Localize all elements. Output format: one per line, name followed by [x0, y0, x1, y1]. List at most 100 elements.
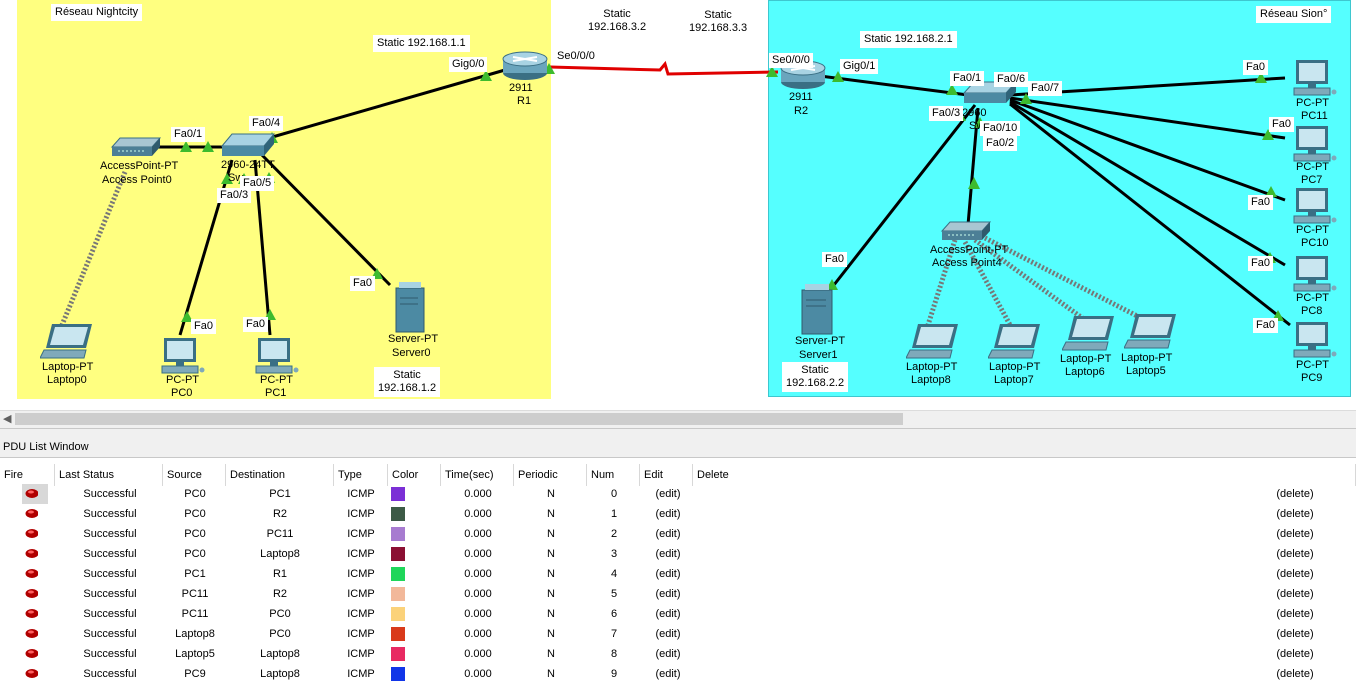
- fire-button-icon[interactable]: [25, 548, 38, 558]
- column-header-num[interactable]: Num: [587, 464, 640, 486]
- pc10-model-label: PC-PT: [1296, 224, 1329, 236]
- column-header-fire[interactable]: Fire: [0, 464, 55, 486]
- pdu-cell-edit[interactable]: (edit): [655, 548, 681, 560]
- note-static-server0[interactable]: Static 192.168.1.2: [374, 367, 441, 397]
- column-header-destination[interactable]: Destination: [226, 464, 334, 486]
- laptop6-laptop-icon[interactable]: [1062, 314, 1118, 354]
- server1-icon[interactable]: [801, 284, 833, 335]
- pdu-color-swatch[interactable]: [391, 647, 405, 661]
- pdu-cell-delete[interactable]: (delete): [1276, 568, 1314, 580]
- laptop7-laptop-icon[interactable]: [988, 322, 1044, 362]
- laptop8-laptop-icon[interactable]: [906, 322, 962, 362]
- pdu-color-swatch[interactable]: [391, 487, 405, 501]
- laptop5-name-label: Laptop5: [1126, 365, 1166, 377]
- pdu-color-swatch[interactable]: [391, 587, 405, 601]
- pdu-cell-delete[interactable]: (delete): [1276, 548, 1314, 560]
- pdu-cell-edit[interactable]: (edit): [655, 488, 681, 500]
- column-header-edit[interactable]: Edit: [640, 464, 693, 486]
- laptop5-laptop-icon[interactable]: [1124, 312, 1180, 352]
- port-pc0-fa: Fa0: [191, 319, 216, 334]
- pdu-cell-edit[interactable]: (edit): [655, 508, 681, 520]
- column-header-color[interactable]: Color: [388, 464, 441, 486]
- scrollbar-thumb[interactable]: [15, 413, 903, 425]
- fire-button-icon[interactable]: [25, 608, 38, 618]
- pc9-pc-icon[interactable]: [1292, 320, 1348, 360]
- pdu-cell-edit[interactable]: (edit): [655, 528, 681, 540]
- column-header-type[interactable]: Type: [334, 464, 388, 486]
- pdu-cell-edit[interactable]: (edit): [655, 648, 681, 660]
- note-static-r1[interactable]: Static 192.168.1.1: [373, 35, 470, 52]
- pdu-cell-delete[interactable]: (delete): [1276, 628, 1314, 640]
- pdu-color-swatch[interactable]: [391, 547, 405, 561]
- fire-button-icon[interactable]: [25, 668, 38, 678]
- access-point0-icon[interactable]: [110, 137, 162, 156]
- pc7-pc-icon[interactable]: [1292, 124, 1348, 164]
- ap0-model-label: AccessPoint-PT: [100, 160, 179, 172]
- pc10-pc-icon[interactable]: [1292, 186, 1348, 226]
- pdu-cell-delete[interactable]: (delete): [1276, 668, 1314, 680]
- note-static-mid1[interactable]: Static 192.168.3.2: [584, 6, 651, 36]
- pc0-pc-icon[interactable]: [160, 336, 216, 376]
- network-label-nightcity[interactable]: Réseau Nightcity: [51, 4, 143, 21]
- note-static-server1[interactable]: Static 192.168.2.2: [782, 362, 849, 392]
- column-header-delete[interactable]: Delete: [693, 464, 1356, 486]
- pdu-color-swatch[interactable]: [391, 627, 405, 641]
- router-r1-icon[interactable]: [502, 51, 548, 80]
- laptop0-laptop-icon[interactable]: [40, 322, 96, 362]
- pdu-cell-delete[interactable]: (delete): [1276, 608, 1314, 620]
- column-header-source[interactable]: Source: [163, 464, 226, 486]
- pdu-cell-edit[interactable]: (edit): [655, 628, 681, 640]
- fire-button-icon[interactable]: [25, 648, 38, 658]
- link-sw1-pc9: [1009, 102, 1291, 327]
- pdu-cell-delete[interactable]: (delete): [1276, 528, 1314, 540]
- note-static-r2[interactable]: Static 192.168.2.1: [860, 31, 957, 48]
- pdu-color-swatch[interactable]: [391, 507, 405, 521]
- pdu-color-swatch[interactable]: [391, 667, 405, 681]
- fire-button-icon[interactable]: [25, 628, 38, 638]
- note-static-mid2[interactable]: Static 192.168.3.3: [685, 7, 752, 37]
- pdu-color-swatch[interactable]: [391, 567, 405, 581]
- access-point4-icon[interactable]: [940, 221, 992, 240]
- fire-button-icon[interactable]: [25, 568, 38, 578]
- fire-button-icon[interactable]: [25, 488, 38, 498]
- scroll-left-icon[interactable]: ◀: [3, 413, 12, 425]
- pdu-cell-edit[interactable]: (edit): [655, 588, 681, 600]
- column-header-time-sec[interactable]: Time(sec): [441, 464, 514, 486]
- column-header-periodic[interactable]: Periodic: [514, 464, 587, 486]
- pdu-cell-delete[interactable]: (delete): [1276, 648, 1314, 660]
- laptop7-model-label: Laptop-PT: [989, 361, 1041, 373]
- pc11-pc-icon[interactable]: [1292, 58, 1348, 98]
- port-pc8-fa: Fa0: [1248, 256, 1273, 271]
- pdu-cell-edit[interactable]: (edit): [655, 668, 681, 680]
- pdu-cell-time: 0.000: [464, 608, 492, 620]
- column-header-last-status[interactable]: Last Status: [55, 464, 163, 486]
- fire-button-icon[interactable]: [25, 528, 38, 538]
- network-label-sion[interactable]: Réseau Sion°: [1256, 6, 1332, 23]
- fire-button-icon[interactable]: [25, 508, 38, 518]
- pdu-cell-edit[interactable]: (edit): [655, 608, 681, 620]
- pc8-pc-icon[interactable]: [1292, 254, 1348, 294]
- pc1-pc-icon[interactable]: [254, 336, 310, 376]
- pdu-cell-edit[interactable]: (edit): [655, 568, 681, 580]
- pdu-cell-delete[interactable]: (delete): [1276, 488, 1314, 500]
- pdu-color-swatch[interactable]: [391, 607, 405, 621]
- server0-icon[interactable]: [395, 282, 425, 333]
- workspace-horizontal-scrollbar[interactable]: ◀: [0, 410, 1356, 428]
- pdu-cell-delete[interactable]: (delete): [1276, 508, 1314, 520]
- switch0-icon[interactable]: [220, 133, 276, 156]
- pdu-color-swatch[interactable]: [391, 527, 405, 541]
- pdu-cell-delete[interactable]: (delete): [1276, 588, 1314, 600]
- fire-button-icon[interactable]: [25, 588, 38, 598]
